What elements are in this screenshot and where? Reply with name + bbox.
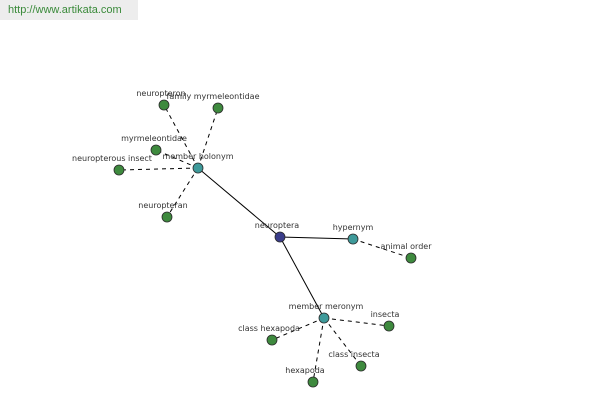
node-label-class-hexapoda: class hexapoda xyxy=(238,324,300,333)
edge-member-holonym-neuropteron xyxy=(163,104,199,169)
node-animal-order[interactable] xyxy=(405,252,417,264)
node-myrmeleontidae[interactable] xyxy=(150,144,162,156)
edge-neuroptera-hypernym xyxy=(279,236,354,240)
edge-member-meronym-class-hexapoda xyxy=(271,317,325,341)
edge-member-holonym-family-myrmeleontidae xyxy=(197,107,219,169)
node-label-neuropteran: neuropteran xyxy=(138,201,187,210)
node-label-neuroptera: neuroptera xyxy=(255,221,299,230)
node-hexapoda[interactable] xyxy=(307,376,319,388)
node-insecta[interactable] xyxy=(383,320,395,332)
node-label-myrmeleontidae: myrmeleontidae xyxy=(121,134,187,143)
edge-member-holonym-neuropterous-insect xyxy=(118,167,199,171)
node-neuropteran[interactable] xyxy=(161,211,173,223)
edge-neuroptera-member-meronym xyxy=(279,236,325,319)
node-label-hypernym: hypernym xyxy=(333,223,374,232)
node-class-insecta[interactable] xyxy=(355,360,367,372)
node-label-member-meronym: member meronym xyxy=(289,302,364,311)
site-url-link[interactable]: http://www.artikata.com xyxy=(0,0,138,20)
node-member-meronym[interactable] xyxy=(318,312,330,324)
node-neuroptera[interactable] xyxy=(274,231,286,243)
node-family-myrmeleontidae[interactable] xyxy=(212,102,224,114)
edge-member-meronym-class-insecta xyxy=(323,317,362,367)
edge-hypernym-animal-order xyxy=(352,238,412,259)
labels-layer: neuroptera member holonym hypernym member m… xyxy=(72,89,432,375)
node-label-neuropteron: neuropteron xyxy=(136,89,185,98)
node-label-insecta: insecta xyxy=(371,310,400,319)
node-hypernym[interactable] xyxy=(347,233,359,245)
edge-member-holonym-neuropteran xyxy=(166,167,199,218)
node-member-holonym[interactable] xyxy=(192,162,204,174)
node-label-hexapoda: hexapoda xyxy=(285,366,325,375)
node-label-neuropterous-insect: neuropterous insect xyxy=(72,154,152,163)
node-neuropteron[interactable] xyxy=(158,99,170,111)
edge-member-meronym-insecta xyxy=(323,317,390,327)
node-label-member-holonym: member holonym xyxy=(162,152,233,161)
edges-layer xyxy=(118,104,412,383)
node-class-hexapoda[interactable] xyxy=(266,334,278,346)
nodes-layer xyxy=(113,99,417,388)
node-label-family-myrmeleontidae: family myrmeleontidae xyxy=(167,92,260,101)
node-label-class-insecta: class insecta xyxy=(328,350,379,359)
node-neuropterous-insect[interactable] xyxy=(113,164,125,176)
node-label-animal-order: animal order xyxy=(381,242,433,251)
edge-neuroptera-member-holonym xyxy=(197,167,281,238)
edge-member-meronym-hexapoda xyxy=(312,317,325,383)
